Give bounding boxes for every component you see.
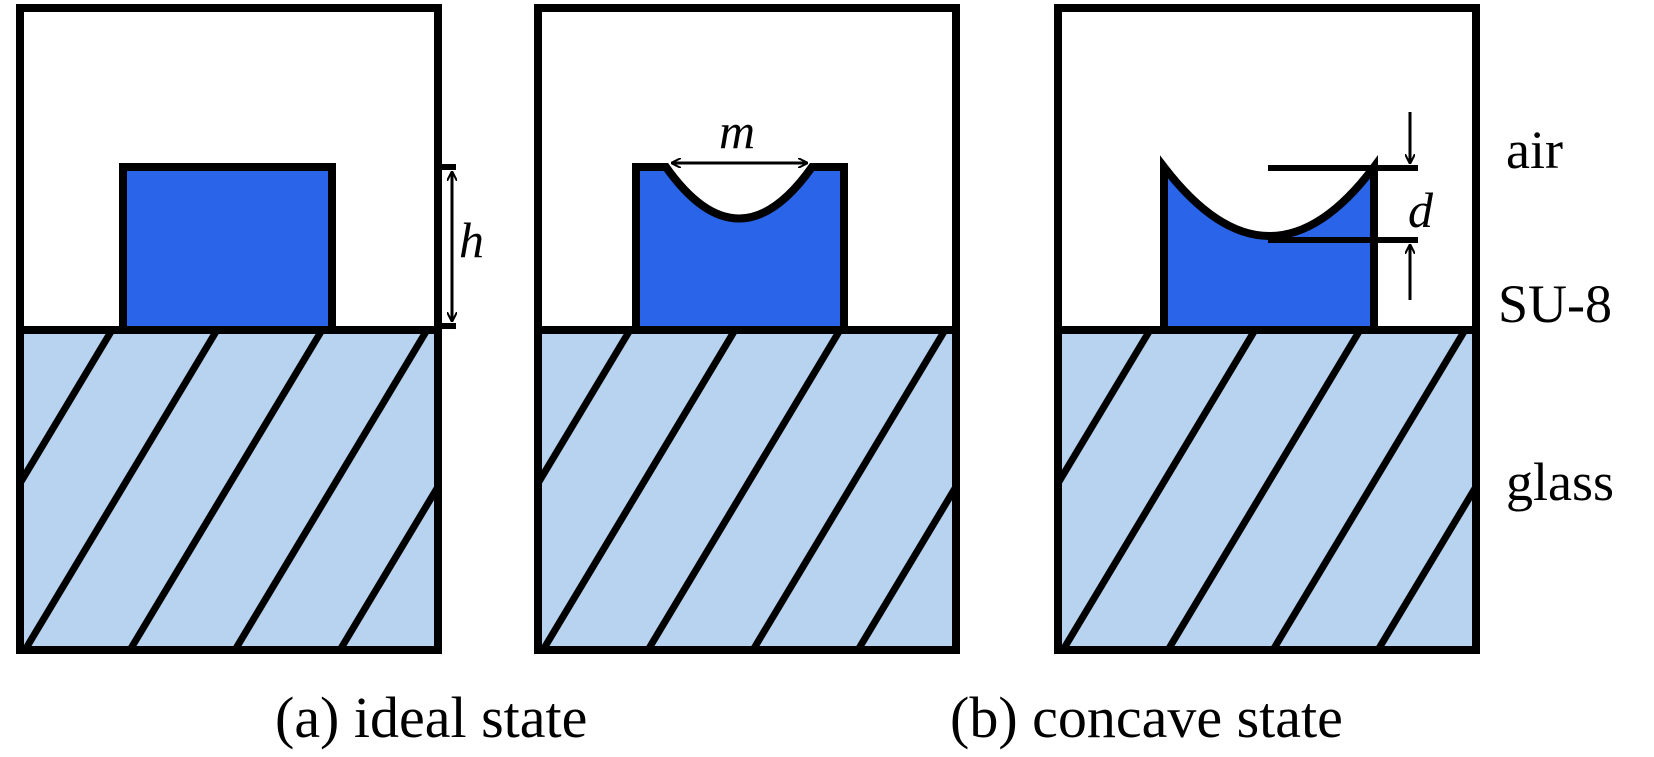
panel-ideal: h [16, 4, 484, 654]
su8-block-concave [636, 167, 844, 330]
glass-hatching [1058, 330, 1476, 650]
caption-concave-state: (b) concave state [950, 685, 1343, 750]
m-label: m [719, 103, 755, 159]
su8-block-concave [1164, 167, 1374, 330]
d-label: d [1408, 182, 1434, 238]
caption-ideal-state: (a) ideal state [275, 685, 587, 750]
panel-concave-depth: d [1054, 4, 1480, 654]
legend-su8: SU-8 [1498, 274, 1612, 334]
legend-glass: glass [1506, 452, 1614, 512]
legend-air: air [1506, 120, 1563, 180]
glass-hatching [20, 330, 438, 650]
su8-block-outline [632, 163, 848, 330]
h-label: h [459, 212, 484, 268]
glass-hatching [538, 330, 956, 650]
panel-concave-width: m [534, 4, 960, 654]
su8-block [123, 167, 332, 330]
su8-block-outline [1160, 155, 1378, 330]
